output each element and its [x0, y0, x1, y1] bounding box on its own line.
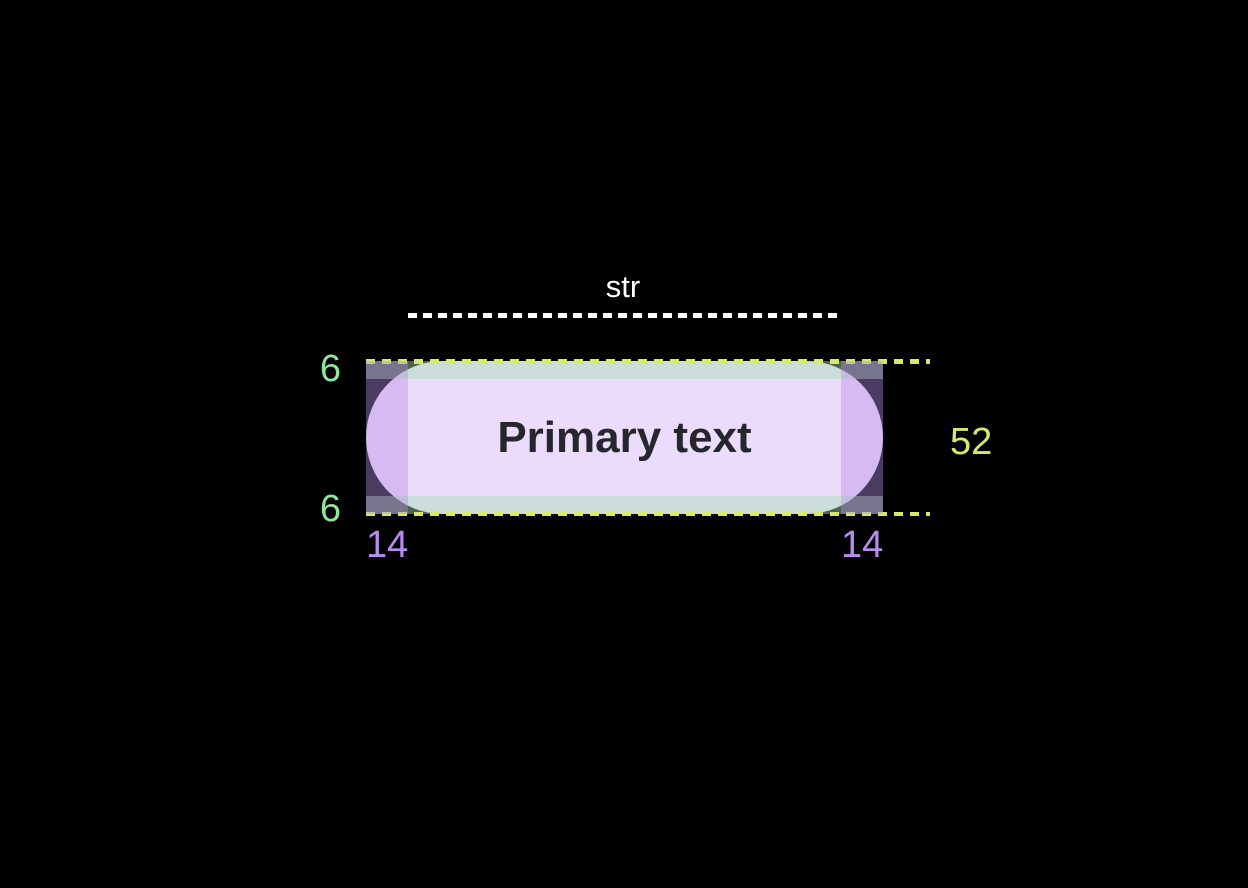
- width-measure-dotted-line: [408, 313, 838, 318]
- bottom-edge-dashed-guide: [366, 511, 930, 516]
- primary-button[interactable]: Primary text: [366, 361, 883, 514]
- padding-left-overlay: [366, 361, 408, 514]
- padding-bottom-overlay: [366, 496, 883, 514]
- width-measure-label: str: [605, 269, 641, 304]
- primary-button-label: Primary text: [497, 412, 752, 462]
- padding-top-overlay: [366, 361, 883, 379]
- padding-top-value: 6: [319, 348, 341, 390]
- padding-left-value: 14: [366, 524, 409, 566]
- button-height-value: 52: [950, 421, 993, 463]
- padding-bottom-value: 6: [319, 488, 341, 530]
- padding-right-value: 14: [841, 524, 884, 566]
- top-edge-dashed-guide: [366, 359, 930, 364]
- button-spec-group: Primary text: [366, 359, 930, 516]
- padding-right-overlay: [841, 361, 883, 514]
